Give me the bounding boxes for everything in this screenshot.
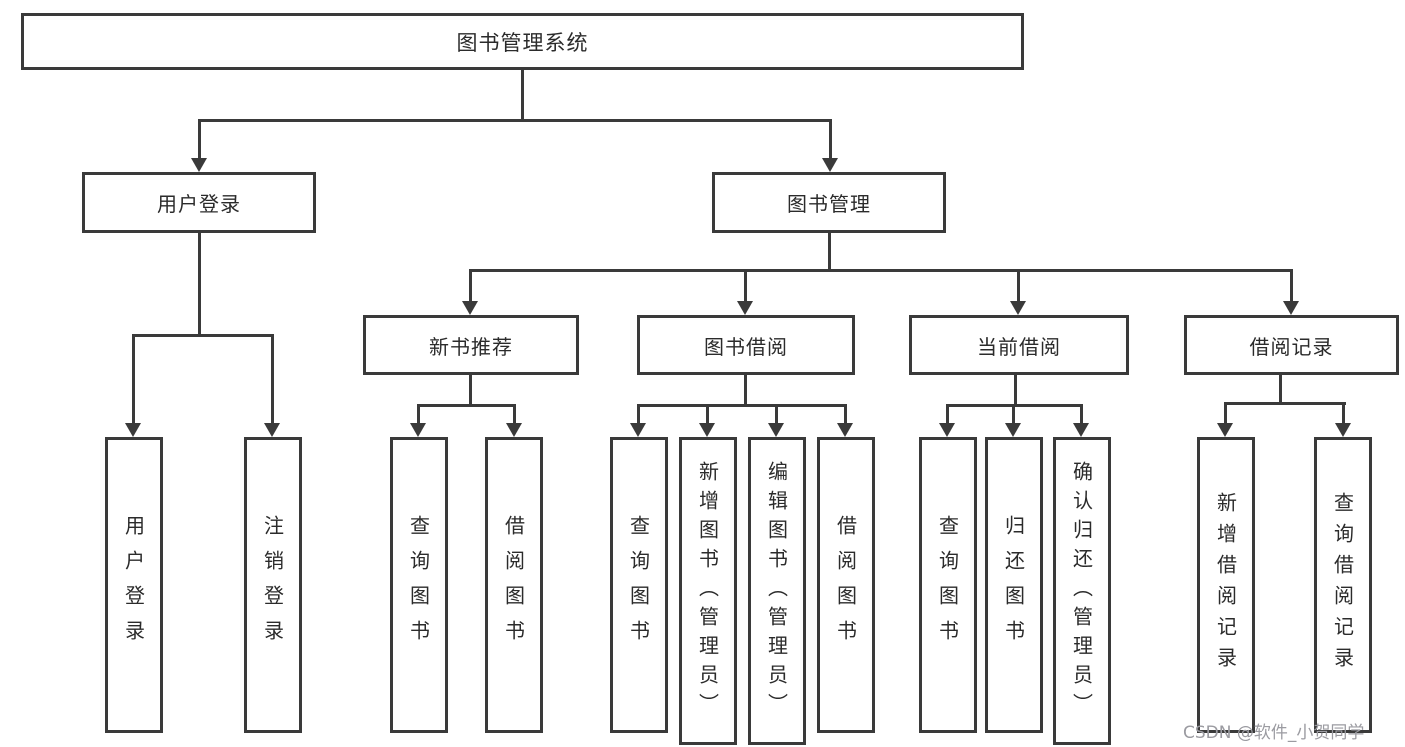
connector-vline xyxy=(1224,402,1227,423)
connector-hline xyxy=(132,334,274,337)
leaf-query-book-recommend: 查询图书 xyxy=(390,437,448,733)
leaf-add-book-admin-label: 新增图书（管理员） xyxy=(695,460,720,722)
connector-vline xyxy=(828,233,831,272)
connector-vline xyxy=(132,334,135,423)
connector-vline xyxy=(513,404,516,423)
leaf-confirm-return-admin-label: 确认归还（管理员） xyxy=(1069,460,1094,722)
leaf-query-book-current-label: 查询图书 xyxy=(935,515,960,655)
leaf-edit-book-admin: 编辑图书（管理员） xyxy=(748,437,806,745)
leaf-edit-book-admin-label: 编辑图书（管理员） xyxy=(764,460,789,722)
leaf-add-book-admin: 新增图书（管理员） xyxy=(679,437,737,745)
node-current-borrowing-label: 当前借阅 xyxy=(977,334,1061,359)
leaf-query-book-borrowing: 查询图书 xyxy=(610,437,668,733)
arrowhead-down-icon xyxy=(125,423,141,437)
leaf-logout-label: 注销登录 xyxy=(260,515,285,655)
connector-vline xyxy=(744,375,747,406)
node-user-login: 用户登录 xyxy=(82,172,316,233)
connector-vline xyxy=(946,404,949,423)
node-book-management: 图书管理 xyxy=(712,172,946,233)
connector-vline xyxy=(1012,404,1015,423)
connector-vline xyxy=(775,404,778,423)
connector-hline xyxy=(637,404,847,407)
connector-vline xyxy=(469,375,472,406)
connector-vline xyxy=(469,269,472,302)
arrowhead-down-icon xyxy=(1005,423,1021,437)
connector-hline xyxy=(198,119,832,122)
node-user-login-label: 用户登录 xyxy=(157,192,241,216)
leaf-query-borrow-record: 查询借阅记录 xyxy=(1314,437,1372,733)
arrowhead-down-icon xyxy=(737,301,753,315)
node-book-borrowing: 图书借阅 xyxy=(637,315,855,375)
arrowhead-down-icon xyxy=(191,158,207,172)
leaf-add-borrow-record-label: 新增借阅记录 xyxy=(1213,492,1238,678)
leaf-confirm-return-admin: 确认归还（管理员） xyxy=(1053,437,1111,745)
arrowhead-down-icon xyxy=(1283,301,1299,315)
node-book-management-label: 图书管理 xyxy=(787,192,871,216)
leaf-query-borrow-record-label: 查询借阅记录 xyxy=(1330,492,1355,678)
connector-vline xyxy=(844,404,847,423)
connector-vline xyxy=(271,334,274,423)
connector-hline xyxy=(417,404,516,407)
connector-vline xyxy=(1342,402,1345,423)
node-new-book-recommend: 新书推荐 xyxy=(363,315,579,375)
arrowhead-down-icon xyxy=(1010,301,1026,315)
connector-vline xyxy=(198,119,201,159)
leaf-user-login-label: 用户登录 xyxy=(121,515,146,655)
node-root-label: 图书管理系统 xyxy=(456,30,589,55)
leaf-user-login: 用户登录 xyxy=(105,437,163,733)
arrowhead-down-icon xyxy=(506,423,522,437)
connector-hline xyxy=(469,269,1293,272)
connector-vline xyxy=(521,69,524,120)
arrowhead-down-icon xyxy=(462,301,478,315)
connector-vline xyxy=(706,404,709,423)
leaf-add-borrow-record: 新增借阅记录 xyxy=(1197,437,1255,733)
arrowhead-down-icon xyxy=(837,423,853,437)
leaf-borrow-book: 借阅图书 xyxy=(817,437,875,733)
leaf-borrow-book-label: 借阅图书 xyxy=(833,515,858,655)
arrowhead-down-icon xyxy=(699,423,715,437)
connector-vline xyxy=(829,119,832,159)
arrowhead-down-icon xyxy=(264,423,280,437)
arrowhead-down-icon xyxy=(1217,423,1233,437)
connector-vline xyxy=(417,404,420,423)
leaf-query-book-borrowing-label: 查询图书 xyxy=(626,515,651,655)
connector-vline xyxy=(1290,269,1293,302)
leaf-borrow-book-recommend: 借阅图书 xyxy=(485,437,543,733)
connector-vline xyxy=(1014,375,1017,406)
connector-vline xyxy=(1080,404,1083,423)
connector-vline xyxy=(744,269,747,302)
arrowhead-down-icon xyxy=(822,158,838,172)
arrowhead-down-icon xyxy=(1073,423,1089,437)
leaf-logout: 注销登录 xyxy=(244,437,302,733)
node-borrow-records: 借阅记录 xyxy=(1184,315,1399,375)
arrowhead-down-icon xyxy=(1335,423,1351,437)
connector-vline xyxy=(637,404,640,423)
leaf-borrow-book-recommend-label: 借阅图书 xyxy=(501,515,526,655)
node-new-book-recommend-label: 新书推荐 xyxy=(429,334,513,359)
connector-hline xyxy=(1224,402,1346,405)
arrowhead-down-icon xyxy=(768,423,784,437)
csdn-watermark: CSDN @软件_小贺同学 xyxy=(1183,723,1365,743)
leaf-return-book-label: 归还图书 xyxy=(1001,515,1026,655)
node-current-borrowing: 当前借阅 xyxy=(909,315,1129,375)
node-root: 图书管理系统 xyxy=(21,13,1024,70)
arrowhead-down-icon xyxy=(410,423,426,437)
leaf-return-book: 归还图书 xyxy=(985,437,1043,733)
connector-vline xyxy=(1017,269,1020,302)
arrowhead-down-icon xyxy=(630,423,646,437)
leaf-query-book-current: 查询图书 xyxy=(919,437,977,733)
connector-vline xyxy=(1279,375,1282,404)
connector-vline xyxy=(198,233,201,336)
node-book-borrowing-label: 图书借阅 xyxy=(704,334,788,359)
leaf-query-book-recommend-label: 查询图书 xyxy=(406,515,431,655)
arrowhead-down-icon xyxy=(939,423,955,437)
node-borrow-records-label: 借阅记录 xyxy=(1249,334,1334,359)
